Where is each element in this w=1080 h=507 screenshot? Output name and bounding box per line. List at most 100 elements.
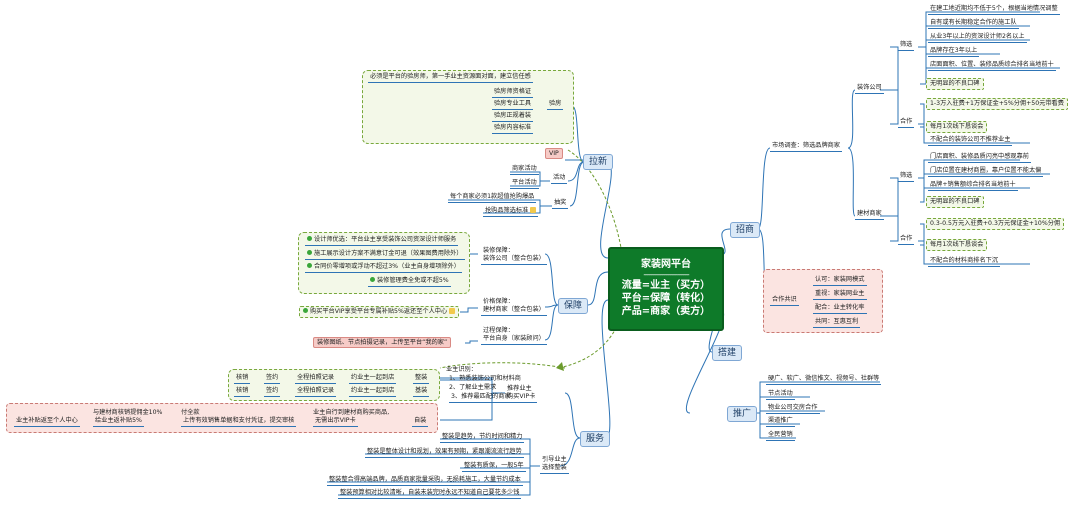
guide-item-3[interactable]: 整装有质保，一般5年 [462, 462, 526, 472]
zsgs-filter[interactable]: 筛选 [898, 41, 915, 51]
check-dot-icon [303, 308, 308, 313]
settle-left[interactable]: 业主补贴返至个人中心 [14, 417, 80, 427]
huodong-node[interactable]: 活动 [551, 174, 568, 184]
zsgs-filter-1[interactable]: 在建工地近期均不低于5个，根据当地情况调整 [928, 5, 1060, 15]
jcsj-filter[interactable]: 筛选 [898, 172, 915, 182]
topic-zhaoshang[interactable]: 招商 [730, 222, 761, 238]
zsgs-coop-3[interactable]: 不配合的装饰公司不推荐业主 [928, 136, 1013, 146]
yanfang-item-1[interactable]: 验房师资格证 [492, 88, 534, 98]
yanfang-item-2[interactable]: 验房专业工具 [492, 100, 534, 110]
check-dot-icon [370, 277, 375, 282]
guide-item-2[interactable]: 整装是整体设计和规划，效果有预期，紧跟潮流流行趋势 [365, 448, 524, 458]
consensus-item-3[interactable]: 配合：业主转化率 [813, 304, 867, 314]
central-line-2: 平台=保障（转化） [621, 293, 711, 304]
guide-item-5[interactable]: 整装预算相对比较清晰，自装未装完时永远不知道自己要花多少钱 [338, 489, 522, 499]
baozhang-g1-label[interactable]: 装修保障： 装饰公司（整合包装） [481, 247, 547, 265]
tuiguang-item-4[interactable]: 渠道推广 [766, 417, 795, 427]
choujiang-node[interactable]: 抽奖 [552, 199, 569, 209]
topic-tuiguang[interactable]: 推广 [727, 406, 758, 422]
jcsj-filter-3[interactable]: 品牌+销售额综合排名当地前十 [928, 181, 1018, 191]
jcsj-coop-2[interactable]: 每月1次线下恳谈会 [926, 239, 988, 251]
zsgs-filter-3[interactable]: 从业3年以上的资深设计师2名以上 [928, 33, 1027, 43]
yanfang-node[interactable]: 验房 [547, 100, 564, 110]
jcsj-coop[interactable]: 合作 [898, 235, 915, 245]
settle-right-2[interactable]: 无需出示VIP卡 [313, 417, 358, 427]
choujiang-item-1[interactable]: 每个商家必须1款超值抢购爆品 [448, 193, 537, 203]
guide-item-4[interactable]: 整装整合得高端品牌，品质商家批量采购，无损耗施工，大量节约成本 [327, 476, 523, 486]
topic-dajian[interactable]: 搭建 [712, 345, 743, 361]
baozhang-g1-item-1-label: 设计师优选：平台业主享受装饰公司资深设计师服务 [314, 236, 457, 243]
baozhang-g1-item-3[interactable]: 合同价零增项或浮动不超过3%（业主自身增项除外） [305, 263, 462, 273]
baozhang-g1-item-4[interactable]: 装修管理费全免或不超5% [368, 277, 451, 287]
row1-step-3[interactable]: 全程拍照记录 [295, 374, 337, 384]
zsgs-coop-1[interactable]: 1-3万入驻费+1万保证金+5%分佣+50元带看费 [926, 98, 1068, 110]
row2-step-5[interactable]: 基装 [413, 387, 430, 397]
settle-pay-2[interactable]: 上传有效销售单据和支付凭证，提交审核 [181, 417, 297, 427]
check-dot-icon [307, 250, 312, 255]
tuiguang-item-5[interactable]: 全民营销 [766, 431, 795, 441]
consensus-box [763, 269, 883, 333]
zsgs-coop[interactable]: 合作 [898, 118, 915, 128]
fuwu-guide[interactable]: 引导业主 选择整装 [540, 456, 569, 474]
choujiang-item-2-label: 抢购品筛选标准 [485, 207, 529, 214]
zsgs-filter-6[interactable]: 无明显的不良口碑 [926, 78, 984, 90]
settle-tag[interactable]: 自装 [412, 417, 429, 427]
jcsj-node[interactable]: 建材商家 [855, 210, 884, 220]
topic-baozhang[interactable]: 保障 [558, 298, 589, 314]
vip-node[interactable]: VIP [545, 148, 563, 159]
row2-step-4[interactable]: 约业主一起到店 [349, 387, 397, 397]
row2-step-1[interactable]: 核销 [234, 387, 251, 397]
yanfang-item-3[interactable]: 验房正规着装 [492, 112, 534, 122]
baozhang-g3-label[interactable]: 过程保障： 平台自身（家装顾问） [481, 327, 547, 345]
zsgs-coop-2[interactable]: 每月1次线下恳谈会 [926, 121, 988, 133]
tuiguang-item-2[interactable]: 节点活动 [766, 390, 795, 400]
jcsj-filter-4[interactable]: 无明显的不良口碑 [926, 196, 984, 208]
baozhang-g2-item-label: 购买平台VIP享受平台专属补贴5%返还至个人中心 [310, 308, 448, 315]
baozhang-g1-item-2-label: 施工展示设计方案不满意订金可退（效果图费用除外） [314, 250, 463, 257]
baozhang-g3-item[interactable]: 装修图纸、节点拍摄记录，上传至平台“我的家” [313, 337, 452, 348]
baozhang-g1-item-3-label: 合同价零增项或浮动不超过3%（业主自身增项除外） [314, 263, 460, 270]
consensus-node[interactable]: 合作共识 [770, 296, 799, 306]
zsgs-filter-4[interactable]: 品牌存在3年以上 [928, 47, 980, 57]
jcsj-filter-1[interactable]: 门店面积、装修品质闪亮中感观靠前 [928, 153, 1031, 163]
jcsj-coop-3[interactable]: 不配合的材料商排名下沉 [928, 257, 1001, 267]
baozhang-g2-label[interactable]: 价格保障： 建材商家（整合包装） [481, 298, 547, 316]
zsgs-filter-5[interactable]: 店面面积、位置、装修品质综合排名当地前十 [928, 61, 1056, 71]
yanfang-item-4[interactable]: 验房内容标准 [492, 124, 534, 134]
baozhang-g1-item-2[interactable]: 施工展示设计方案不满意订金可退（效果图费用除外） [305, 250, 465, 260]
row2-step-2[interactable]: 签约 [264, 387, 281, 397]
row1-step-1[interactable]: 核销 [234, 374, 251, 384]
settlement-box [6, 403, 438, 433]
row1-step-2[interactable]: 签约 [264, 374, 281, 384]
central-divider: ------------------------ [643, 270, 689, 279]
shibie-item-2: 2、了解业主需求 [449, 384, 497, 391]
jcsj-filter-2[interactable]: 门店位置在建材商圈，靠户位置不能太偏 [928, 167, 1044, 177]
settle-mid-2[interactable]: 给业主返补贴5% [93, 417, 144, 427]
check-dot-icon [307, 236, 312, 241]
topic-fuwu[interactable]: 服务 [580, 431, 611, 447]
consensus-item-4[interactable]: 共同：互惠互利 [813, 318, 861, 328]
laxin-top-note[interactable]: 必须是平台的验房师，第一手业主资源面对面，建立信任感 [368, 73, 533, 83]
row2-step-3[interactable]: 全程拍照记录 [295, 387, 337, 397]
baozhang-g2-item[interactable]: 购买平台VIP享受平台专属补贴5%返还至个人中心 [299, 306, 460, 318]
consensus-item-2[interactable]: 重视：家装网业主 [813, 290, 867, 300]
fuwu-buy-vip[interactable]: 推荐业主 购买VIP卡 [505, 385, 538, 403]
tuiguang-item-1[interactable]: 硬广、软广、微信推文、视频号、社群等 [766, 375, 882, 385]
zsgs-node[interactable]: 装饰公司 [855, 84, 884, 94]
jcsj-coop-1[interactable]: 0.3-0.5万元入驻费+0.3万元保证金+10%分佣 [926, 218, 1065, 230]
baozhang-g1-item-4-label: 装修管理费全免或不超5% [377, 277, 449, 284]
row1-step-4[interactable]: 约业主一起到店 [349, 374, 397, 384]
choujiang-item-2[interactable]: 抢购品筛选标准 [483, 207, 539, 217]
central-topic[interactable]: 家装网平台 ------------------------ 流量=业主（买方）… [608, 247, 724, 331]
huodong-item-2[interactable]: 平台活动 [510, 179, 539, 189]
settle-pay-1: 付全款 [181, 409, 200, 416]
zsgs-filter-2[interactable]: 自有或有长期稳定合作的施工队 [928, 19, 1019, 29]
huodong-item-1[interactable]: 商家活动 [510, 165, 539, 175]
row1-step-5[interactable]: 整装 [413, 374, 430, 384]
topic-laxin[interactable]: 拉新 [583, 154, 614, 170]
consensus-item-1[interactable]: 认可：家装网模式 [813, 276, 867, 286]
baozhang-g1-item-1[interactable]: 设计师优选：平台业主享受装饰公司资深设计师服务 [305, 236, 459, 246]
guide-item-1[interactable]: 整装是趋势，节约时间和精力 [440, 433, 525, 443]
tuiguang-item-3[interactable]: 物业公司交房合作 [766, 404, 820, 414]
market-survey[interactable]: 市场调查：筛选品牌商家 [770, 142, 843, 152]
